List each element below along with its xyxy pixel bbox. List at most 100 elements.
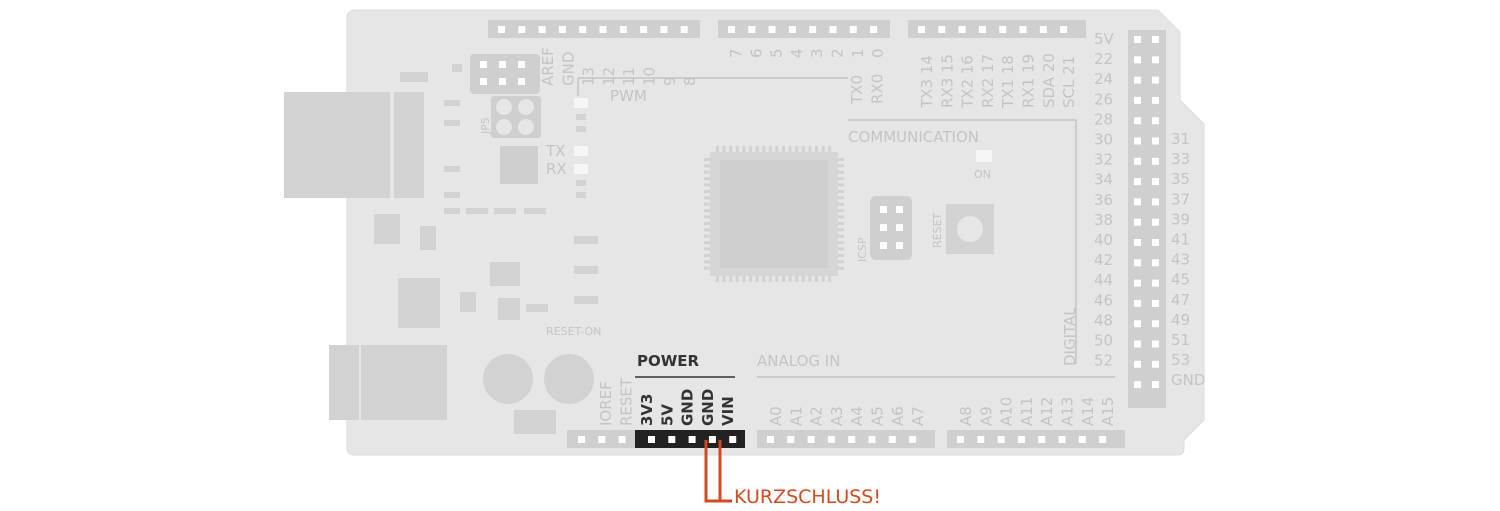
mcu-leg: [789, 146, 792, 152]
right-pin-label: 37: [1171, 190, 1190, 208]
icsp-pin: [499, 78, 506, 85]
short-circuit-warning: KURZSCHLUSS!: [734, 486, 881, 508]
header-pin: [1038, 436, 1045, 443]
power-label: POWER: [637, 352, 700, 370]
mcu-leg: [769, 276, 772, 282]
mcu-leg: [828, 146, 831, 152]
right-pin-label: 43: [1171, 251, 1190, 269]
right-pin-label: 40: [1094, 231, 1113, 249]
power-pin-label: RESET: [617, 377, 635, 426]
right-pin-label: 39: [1171, 210, 1190, 228]
mcu-leg: [838, 196, 844, 199]
mcu-leg: [769, 146, 772, 152]
header-pin: [1134, 138, 1141, 145]
mcu-leg: [704, 222, 710, 225]
analog-pin-label: A10: [998, 397, 1016, 426]
mcu-leg: [736, 276, 739, 282]
mcu-leg: [729, 146, 732, 152]
header-pin: [539, 26, 546, 33]
header-pin: [1059, 436, 1066, 443]
mcu-leg: [808, 276, 811, 282]
mcu-leg: [704, 171, 710, 174]
analog-pin-label: A7: [909, 406, 927, 426]
right-pin-label: 53: [1171, 351, 1190, 369]
header-pin: [619, 436, 626, 443]
crystal: [400, 72, 428, 82]
right-pin-label: 47: [1171, 291, 1190, 309]
header-pin: [728, 26, 735, 33]
header-pin: [1134, 97, 1141, 104]
mcu-leg: [828, 276, 831, 282]
header-pin: [1134, 341, 1141, 348]
header-pin: [1134, 77, 1141, 84]
mcu-leg: [815, 276, 818, 282]
analog-pin-label: A0: [767, 406, 785, 426]
top-pin-label: 11: [620, 67, 638, 86]
icsp-label: ICSP: [856, 237, 869, 262]
top-pin-label: 6: [747, 48, 765, 58]
header-pin: [1134, 280, 1141, 287]
jp5-pad: [496, 99, 512, 115]
power-jack: [361, 345, 447, 420]
resistor: [460, 292, 476, 312]
mcu-leg: [782, 276, 785, 282]
mcu-leg: [822, 146, 825, 152]
header-pin: [1152, 77, 1159, 84]
header-pin: [848, 436, 855, 443]
header-pin: [518, 26, 525, 33]
header-pin: [1134, 300, 1141, 307]
header-pin: [1152, 280, 1159, 287]
header-pin: [578, 436, 585, 443]
mcu-leg: [838, 216, 844, 219]
top-pin-label: 10: [641, 67, 659, 86]
header-pin: [1134, 381, 1141, 388]
header-pin: [1152, 178, 1159, 185]
top-pin-label: 9: [661, 76, 679, 86]
right-pin-label: 33: [1171, 150, 1190, 168]
analog-pin-label: A12: [1038, 397, 1056, 426]
header-pin: [1134, 219, 1141, 226]
mcu-leg: [802, 276, 805, 282]
icsp-pin: [480, 78, 487, 85]
mcu-leg: [838, 222, 844, 225]
right-pin-label: 26: [1094, 90, 1113, 108]
resistor: [452, 64, 462, 72]
jp5-pad: [518, 99, 534, 115]
header-pin: [681, 26, 688, 33]
header-pin: [559, 26, 566, 33]
mcu-leg: [704, 228, 710, 231]
header-pin: [787, 436, 794, 443]
analog-pin-label: A9: [977, 406, 995, 426]
top-pin-label: 12: [600, 67, 618, 86]
mcu-leg: [838, 171, 844, 174]
mcu-leg: [838, 260, 844, 263]
header-pin: [1152, 361, 1159, 368]
mcu-leg: [704, 241, 710, 244]
icsp-8u2-header: [470, 54, 540, 94]
mcu-leg: [704, 216, 710, 219]
right-pin-label: 34: [1094, 171, 1113, 189]
resistor: [574, 296, 598, 304]
header-pin: [1134, 117, 1141, 124]
resistor: [526, 304, 548, 312]
top-pin-label: 5: [768, 48, 786, 58]
fuse: [514, 410, 556, 434]
header-pin: [1152, 239, 1159, 246]
reset-button-cap: [957, 216, 983, 242]
header-pin: [869, 436, 876, 443]
analog-pin-label: A11: [1018, 397, 1036, 426]
right-pin-label: 42: [1094, 251, 1113, 269]
right-pin-label: 22: [1094, 50, 1113, 68]
header-pin: [1152, 138, 1159, 145]
right-pin-label: 5V: [1094, 30, 1115, 48]
power-pin-label-active: GND: [679, 389, 697, 426]
header-pin: [598, 436, 605, 443]
header-pin: [1152, 259, 1159, 266]
mcu-leg: [704, 184, 710, 187]
top-pin-label: RX2 17: [979, 54, 997, 108]
regulator-large: [398, 278, 440, 328]
right-pin-label: 51: [1171, 331, 1190, 349]
mcu-leg: [762, 146, 765, 152]
resistor: [574, 266, 598, 274]
